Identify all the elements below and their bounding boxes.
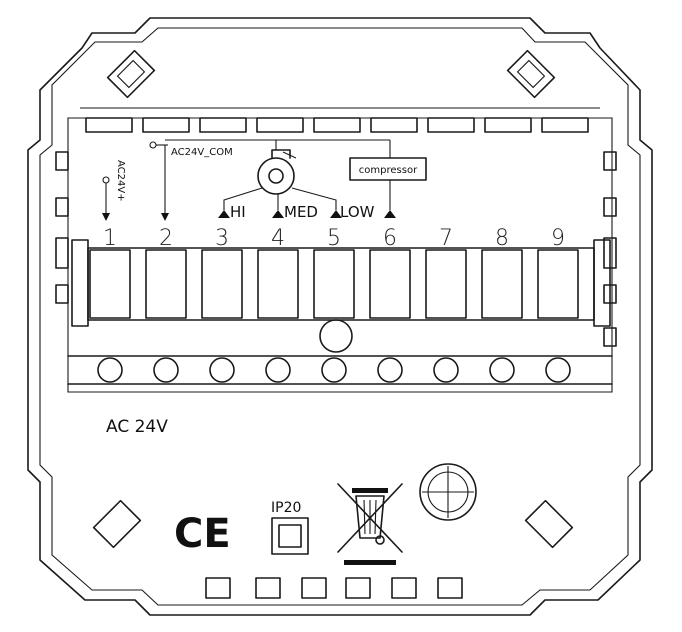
terminal-3-label: 3 xyxy=(215,226,229,251)
terminal-5-label: 5 xyxy=(327,226,341,251)
terminal-7-label: 7 xyxy=(439,226,453,251)
med-label: MED xyxy=(284,203,318,221)
svg-text:CE: CE xyxy=(174,511,231,557)
terminal-9-label: 9 xyxy=(551,226,565,251)
housing-outline xyxy=(27,17,653,616)
terminal-numbers: 1 2 3 4 5 6 7 8 9 xyxy=(103,226,565,251)
hi-label: HI xyxy=(230,203,246,221)
terminal-1-label: 1 xyxy=(103,226,117,251)
top-terminal-tabs xyxy=(85,117,589,133)
knockout-icon xyxy=(419,463,477,521)
ac24v-plus-label: AC24V+ xyxy=(115,160,126,202)
ip20-label: IP20 xyxy=(271,500,301,516)
center-hole xyxy=(319,319,353,353)
terminal-8-label: 8 xyxy=(495,226,509,251)
power-label: AC 24V xyxy=(106,417,168,437)
ip20-square-icon: IP20 xyxy=(271,500,309,555)
low-label: LOW xyxy=(340,203,375,221)
weee-bin-icon xyxy=(337,483,403,565)
terminal-block xyxy=(71,239,611,327)
ce-mark-icon: CE xyxy=(174,511,231,557)
fan-icon xyxy=(257,149,297,195)
wiring-schematic: AC24V+ AC24V_COM HI MED LOW compressor xyxy=(102,139,427,221)
screw-rail xyxy=(67,355,613,385)
bottom-tabs xyxy=(205,577,463,599)
terminal-2-label: 2 xyxy=(159,226,173,251)
terminal-slots xyxy=(89,249,579,319)
ac24v-com-label: AC24V_COM xyxy=(171,147,233,158)
corner-clips xyxy=(92,49,574,549)
terminal-4-label: 4 xyxy=(271,226,285,251)
terminal-6-label: 6 xyxy=(383,226,397,251)
compressor-label: compressor xyxy=(359,165,418,176)
